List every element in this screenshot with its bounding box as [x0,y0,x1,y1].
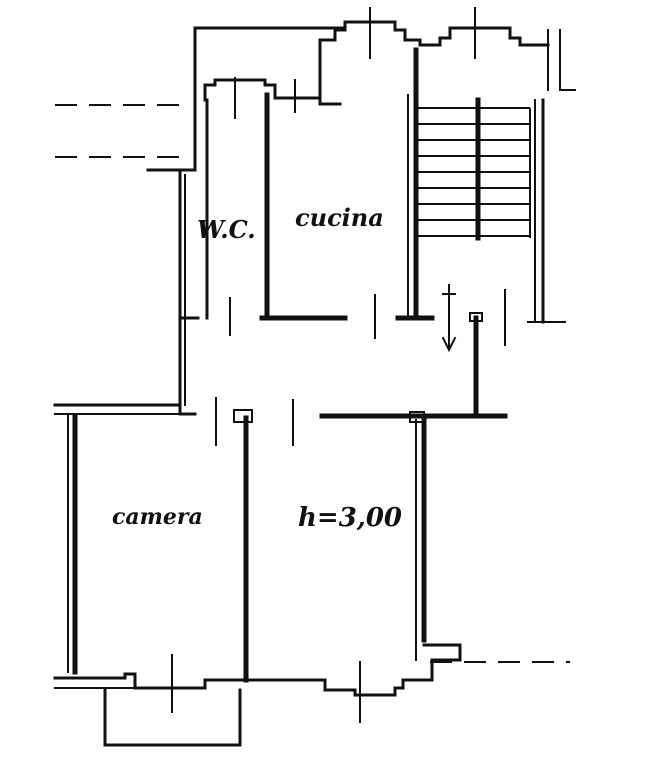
room-label-wc: W.C. [197,215,256,244]
staircase [418,97,566,346]
bedroom-walls [53,403,253,683]
room-label-bedroom: camera [112,504,203,530]
bottom-exterior-wall [53,643,570,747]
wc-walls [205,92,348,336]
corridor-partitions [215,312,508,661]
exterior-walls [146,7,576,172]
room-label-kitchen: cucina [295,203,384,232]
kitchen-walls [374,47,435,339]
ceiling-height-label: h=3,00 [298,503,402,533]
stair-arrow-icon [441,284,457,353]
boundary-dashes-top-left [55,104,190,158]
corridor-left-wall [178,168,200,412]
